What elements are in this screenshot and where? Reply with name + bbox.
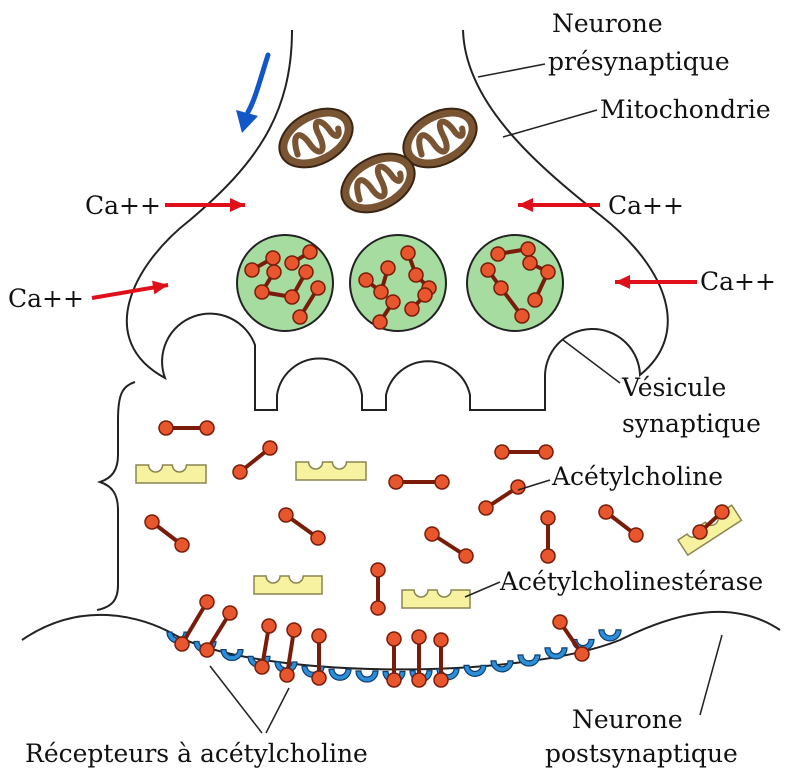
leader-line bbox=[266, 688, 289, 733]
arrow-right-icon bbox=[518, 198, 600, 212]
acetylcholine-molecule bbox=[280, 623, 301, 682]
leader-line bbox=[210, 666, 262, 733]
acetylcholine-receptor bbox=[545, 648, 567, 659]
mitochondria-label: Mitochondrie bbox=[600, 95, 771, 124]
acetylcholine-molecule bbox=[371, 563, 385, 615]
receptors-label: Récepteurs à acétylcholine bbox=[25, 739, 368, 768]
acetylcholine-molecule bbox=[233, 441, 277, 479]
acetylcholinesterase-enzyme bbox=[254, 576, 322, 594]
esterase-label: Acétylcholinestérase bbox=[499, 567, 763, 596]
acetylcholine-molecule bbox=[145, 515, 189, 552]
vesicle-label-line2: synaptique bbox=[622, 409, 761, 438]
acetylcholinesterase-enzyme bbox=[402, 590, 470, 608]
cleft-bracket bbox=[97, 382, 135, 610]
acetylcholine-molecule bbox=[541, 511, 555, 563]
acetylcholine-receptor bbox=[518, 655, 540, 666]
postsynaptic-label-line2: postsynaptique bbox=[545, 739, 738, 768]
calcium-label: Ca++ bbox=[700, 267, 776, 296]
acetylcholine-molecule bbox=[312, 629, 326, 685]
leader-line bbox=[503, 110, 597, 137]
presynaptic-label-line1: Neurone bbox=[552, 9, 663, 38]
acetylcholinesterase-enzyme bbox=[136, 465, 206, 483]
arrow-right-icon bbox=[92, 281, 168, 298]
calcium-label: Ca++ bbox=[8, 284, 84, 313]
acetylcholine-molecule bbox=[389, 475, 449, 489]
acetylcholine-molecule bbox=[387, 632, 401, 687]
acetylcholinesterase-enzyme bbox=[296, 462, 366, 480]
acetylcholine-molecule bbox=[599, 505, 643, 542]
presynaptic-label-line2: présynaptique bbox=[548, 47, 730, 76]
acetylcholine-molecule bbox=[279, 508, 325, 545]
acetylcholine-molecule bbox=[412, 630, 426, 687]
acetylcholine-molecule bbox=[200, 606, 237, 657]
arrow-right-icon bbox=[165, 198, 245, 212]
acetylcholine-label: Acétylcholine bbox=[551, 462, 723, 491]
acetylcholine-molecule bbox=[495, 445, 553, 459]
presynaptic-membrane bbox=[127, 30, 668, 410]
acetylcholinesterase-enzyme bbox=[678, 505, 741, 555]
acetylcholine-receptor bbox=[599, 630, 621, 641]
leader-line bbox=[563, 340, 620, 383]
leader-line bbox=[478, 64, 545, 77]
mitochondrion bbox=[269, 97, 362, 180]
acetylcholine-molecule bbox=[434, 633, 448, 687]
arrow-down-icon bbox=[236, 55, 268, 133]
acetylcholine-receptor bbox=[356, 671, 378, 682]
leader-line bbox=[700, 635, 722, 715]
acetylcholine-receptor bbox=[221, 650, 243, 661]
acetylcholine-receptor bbox=[329, 669, 351, 680]
acetylcholine-molecule bbox=[159, 421, 214, 435]
acetylcholine-receptor bbox=[491, 661, 513, 672]
postsynaptic-label-line1: Neurone bbox=[572, 705, 683, 734]
acetylcholine-molecule bbox=[425, 527, 473, 563]
calcium-label: Ca++ bbox=[608, 191, 684, 220]
acetylcholine-molecule bbox=[255, 619, 276, 674]
calcium-label: Ca++ bbox=[85, 191, 161, 220]
vesicle-label-line1: Vésicule bbox=[621, 373, 726, 402]
acetylcholine-molecule bbox=[479, 480, 525, 515]
